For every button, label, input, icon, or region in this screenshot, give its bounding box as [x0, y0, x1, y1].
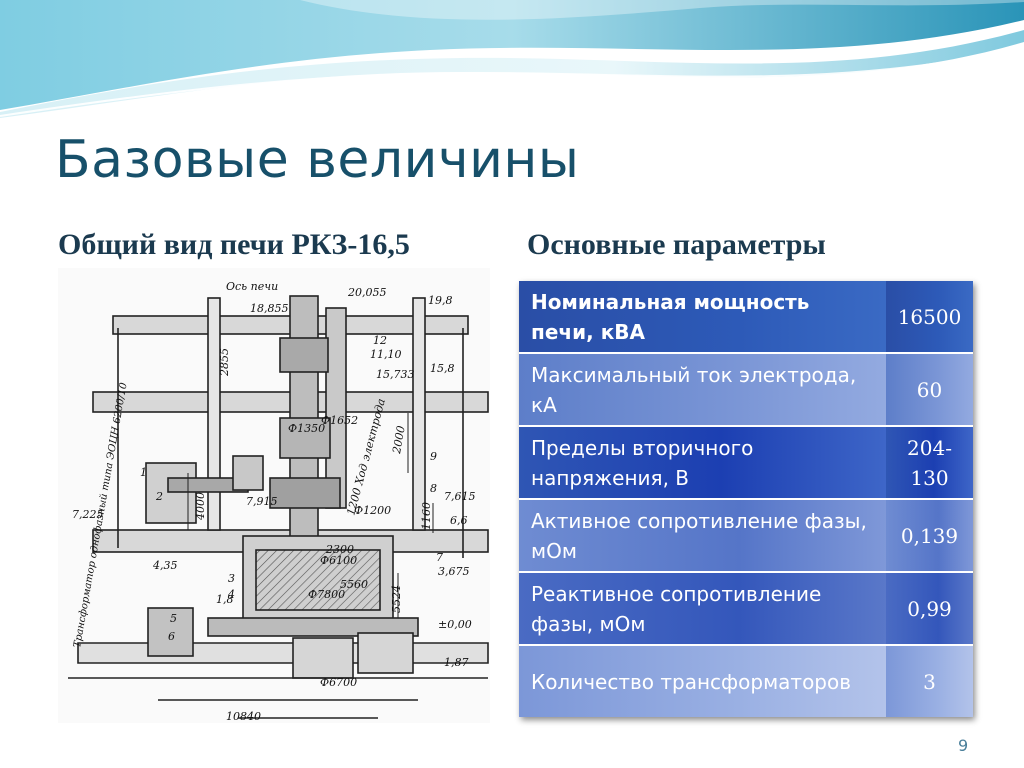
- label-dim-5560: 5560: [340, 578, 368, 591]
- header-wave-decoration: [0, 0, 1024, 118]
- table-row: Количество трансформаторов 3: [519, 646, 973, 717]
- label-elev-6-6: 6,6: [450, 514, 468, 527]
- label-elev-0-00: ±0,00: [438, 618, 472, 631]
- label-elev-19-8: 19,8: [428, 294, 453, 307]
- parameters-heading: Основные параметры: [527, 228, 826, 261]
- label-elev-1-8: 1,8: [216, 593, 234, 606]
- parameter-value: 3: [886, 646, 973, 717]
- label-n6: 6: [168, 630, 175, 643]
- label-n8: 8: [430, 482, 437, 495]
- label-elev-3675: 3,675: [438, 565, 470, 578]
- parameter-value: 204-130: [886, 427, 973, 500]
- label-elev-7615: 7,615: [444, 490, 476, 503]
- furnace-technical-drawing: Ось печи 20,055 19,8 18,855 12 11,10 285…: [58, 268, 490, 723]
- label-dim-2000: 2000: [390, 425, 408, 456]
- label-d1652: Ф1652: [321, 414, 358, 427]
- label-dim-4000: 4000: [194, 492, 207, 521]
- label-n3: 3: [228, 572, 235, 585]
- page-number: 9: [958, 736, 969, 755]
- label-dim-2300: 2300: [325, 543, 354, 556]
- label-n7: 7: [436, 551, 443, 564]
- parameter-label: Активное сопротивление фазы, мОм: [519, 500, 886, 573]
- label-n2: 2: [155, 490, 163, 503]
- label-d6700: Ф6700: [320, 676, 357, 689]
- label-n9: 9: [430, 450, 437, 463]
- parameter-value: 60: [886, 354, 973, 427]
- label-elev-7225: 7,225: [72, 508, 104, 521]
- label-dim-10840: 10840: [226, 710, 261, 723]
- label-elev-18855: 18,855: [250, 302, 289, 315]
- parameter-label: Номинальная мощность печи, кВА: [519, 281, 886, 354]
- table-row: Активное сопротивление фазы, мОм 0,139: [519, 500, 973, 573]
- parameter-value: 0,139: [886, 500, 973, 573]
- label-n4: 4: [227, 588, 235, 601]
- parameter-value: 0,99: [886, 573, 973, 646]
- label-elev-15733: 15,733: [376, 368, 415, 381]
- label-dim-1160: 1160: [420, 502, 433, 530]
- table-row: Номинальная мощность печи, кВА 16500: [519, 281, 973, 354]
- parameter-value: 16500: [886, 281, 973, 354]
- table-row: Пределы вторичного напряжения, В 204-130: [519, 427, 973, 500]
- label-d6100: Ф6100: [320, 554, 357, 567]
- drawing-heading: Общий вид печи РКЗ-16,5: [58, 228, 410, 261]
- table-row: Максимальный ток электрода, кА 60: [519, 354, 973, 427]
- parameter-label: Реактивное сопротивление фазы, мОм: [519, 573, 886, 646]
- label-d1350: Ф1350: [288, 422, 325, 435]
- label-elev-1-87: 1,87: [444, 656, 469, 669]
- parameter-label: Количество трансформаторов: [519, 646, 886, 717]
- table-row: Реактивное сопротивление фазы, мОм 0,99: [519, 573, 973, 646]
- parameter-label: Максимальный ток электрода, кА: [519, 354, 886, 427]
- label-n1110: 11,10: [370, 348, 402, 361]
- label-elev-15-8: 15,8: [430, 362, 455, 375]
- label-n5: 5: [170, 612, 177, 625]
- parameter-label: Пределы вторичного напряжения, В: [519, 427, 886, 500]
- label-elev-4-35: 4,35: [152, 559, 178, 572]
- label-d1200: Ф1200: [354, 504, 391, 517]
- label-dim-2855: 2855: [218, 348, 231, 377]
- label-elev-20055: 20,055: [347, 286, 387, 299]
- label-d7800: Ф7800: [308, 588, 345, 601]
- label-axis: Ось печи: [226, 280, 278, 293]
- label-n12: 12: [373, 334, 387, 347]
- label-elev-7915: 7,915: [246, 495, 278, 508]
- slide-title: Базовые величины: [55, 130, 580, 190]
- label-dim-5524: 5524: [390, 585, 403, 613]
- label-n1: 1: [140, 466, 147, 479]
- parameters-table: Номинальная мощность печи, кВА 16500 Мак…: [519, 281, 973, 717]
